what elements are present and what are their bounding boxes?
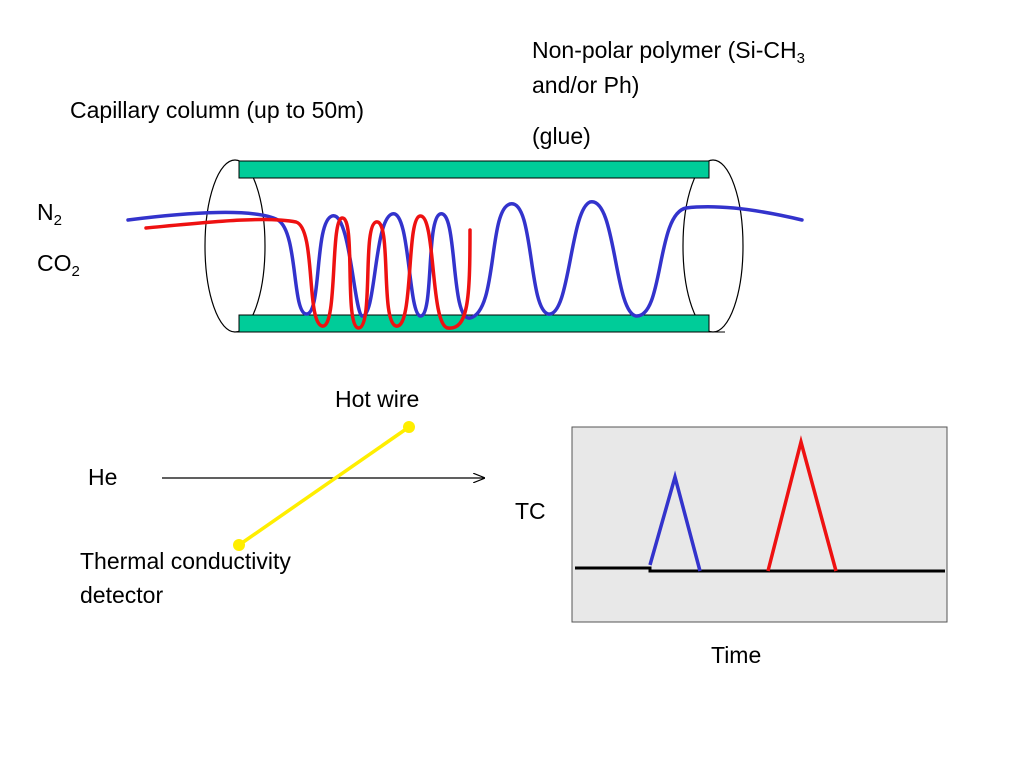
column-left-end [204,159,266,333]
chromatogram-frame [571,426,948,623]
carrier-gas-label: He [88,464,118,490]
detector-name-line2: detector [80,582,164,608]
capillary-column [204,159,744,333]
chromatogram-x-label: Time [711,642,762,668]
co2-label-base: CO [37,250,72,276]
n2-trace [126,200,804,320]
co2-label-subscript: 2 [71,263,80,280]
n2-label-base: N [37,199,54,225]
column-right-end [682,159,744,333]
hot-wire-label: Hot wire [335,386,420,412]
polymer-label-line2: and/or Ph) [532,72,640,98]
glue-label: (glue) [532,123,591,149]
column-top-wall [238,160,710,179]
n2-peak [648,470,702,572]
chromatogram [571,426,948,623]
hot-wire-bottom-end [233,539,245,551]
co2-peak [766,435,838,572]
detector-name-line1: Thermal conductivity [80,548,291,574]
chromatogram-y-label: TC [515,498,546,524]
hot-wire-top-end [403,421,415,433]
polymer-label-text: Non-polar polymer (Si-CH [532,37,797,63]
n2-label-subscript: 2 [53,212,62,229]
hot-wire [238,425,410,547]
polymer-label-line1: Non-polar polymer (Si-CH3 [532,35,805,67]
polymer-label-subscript: 3 [796,50,805,67]
co2-trace [144,214,472,330]
n2-label: N2 [37,197,62,229]
column-title: Capillary column (up to 50m) [70,97,365,123]
co2-label: CO2 [37,248,80,280]
